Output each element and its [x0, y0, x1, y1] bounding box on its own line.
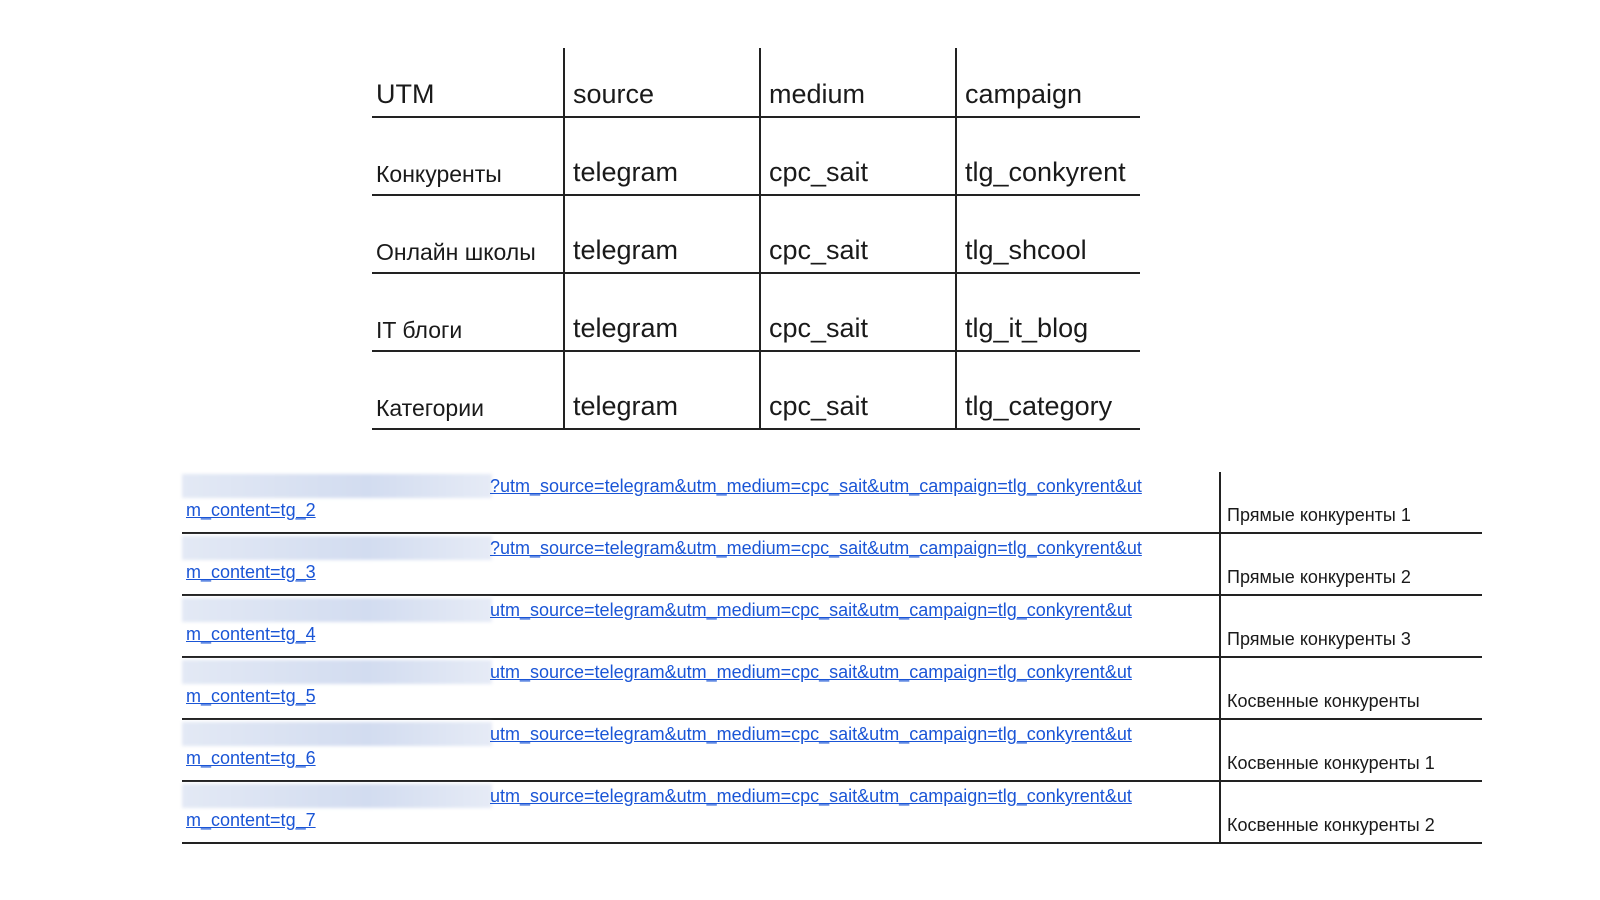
utm-link-continuation[interactable]: m_content=tg_5: [186, 686, 316, 706]
row-label: Категории: [372, 351, 564, 430]
utm-link-continuation[interactable]: m_content=tg_7: [186, 810, 316, 830]
campaign-cell: tlg_conkyrent: [955, 117, 1140, 196]
utm-header-row: UTM source medium campaign: [372, 48, 1140, 118]
campaign-cell: tlg_shcool: [955, 195, 1140, 274]
header-utm: UTM: [372, 48, 564, 118]
campaign-cell: tlg_category: [955, 351, 1140, 430]
utm-link-continuation[interactable]: m_content=tg_3: [186, 562, 316, 582]
redacted-domain-block: [182, 474, 492, 498]
link-cell: utm_source=telegram&utm_medium=cpc_sait&…: [182, 595, 1220, 658]
utm-link[interactable]: utm_source=telegram&utm_medium=cpc_sait&…: [490, 786, 1132, 806]
medium-cell: cpc_sait: [759, 351, 956, 430]
redacted-domain-block: [182, 598, 492, 622]
utm-link[interactable]: ?utm_source=telegram&utm_medium=cpc_sait…: [490, 476, 1142, 496]
source-cell: telegram: [563, 117, 760, 196]
utm-link[interactable]: utm_source=telegram&utm_medium=cpc_sait&…: [490, 600, 1132, 620]
utm-link-continuation[interactable]: m_content=tg_2: [186, 500, 316, 520]
row-label: Онлайн школы: [372, 195, 564, 274]
link-description: Косвенные конкуренты 1: [1219, 719, 1482, 782]
campaign-cell: tlg_it_blog: [955, 273, 1140, 352]
link-cell: utm_source=telegram&utm_medium=cpc_sait&…: [182, 781, 1220, 844]
link-description: Косвенные конкуренты 2: [1219, 781, 1482, 844]
utm-link[interactable]: utm_source=telegram&utm_medium=cpc_sait&…: [490, 662, 1132, 682]
utm-row: Категории telegram cpc_sait tlg_category: [372, 351, 1140, 430]
utm-link[interactable]: utm_source=telegram&utm_medium=cpc_sait&…: [490, 724, 1132, 744]
link-row: utm_source=telegram&utm_medium=cpc_sait&…: [182, 595, 1482, 658]
link-description: Косвенные конкуренты: [1219, 657, 1482, 720]
source-cell: telegram: [563, 195, 760, 274]
link-description: Прямые конкуренты 3: [1219, 595, 1482, 658]
redacted-domain-block: [182, 536, 492, 560]
utm-link[interactable]: ?utm_source=telegram&utm_medium=cpc_sait…: [490, 538, 1142, 558]
redacted-domain-block: [182, 660, 492, 684]
row-label: Конкуренты: [372, 117, 564, 196]
link-cell: utm_source=telegram&utm_medium=cpc_sait&…: [182, 657, 1220, 720]
link-row: utm_source=telegram&utm_medium=cpc_sait&…: [182, 719, 1482, 782]
redacted-domain-block: [182, 722, 492, 746]
link-description: Прямые конкуренты 1: [1219, 472, 1482, 534]
header-source: source: [563, 48, 760, 118]
utm-row: Онлайн школы telegram cpc_sait tlg_shcoo…: [372, 195, 1140, 274]
medium-cell: cpc_sait: [759, 195, 956, 274]
link-row: ?utm_source=telegram&utm_medium=cpc_sait…: [182, 472, 1482, 534]
redacted-domain-block: [182, 784, 492, 808]
source-cell: telegram: [563, 351, 760, 430]
utm-parameters-table: UTM source medium campaign Конкуренты te…: [372, 48, 1140, 430]
header-campaign: campaign: [955, 48, 1140, 118]
link-description: Прямые конкуренты 2: [1219, 533, 1482, 596]
link-cell: ?utm_source=telegram&utm_medium=cpc_sait…: [182, 533, 1220, 596]
utm-row: IT блоги telegram cpc_sait tlg_it_blog: [372, 273, 1140, 352]
medium-cell: cpc_sait: [759, 117, 956, 196]
link-cell: utm_source=telegram&utm_medium=cpc_sait&…: [182, 719, 1220, 782]
utm-links-table: ?utm_source=telegram&utm_medium=cpc_sait…: [182, 472, 1482, 844]
utm-row: Конкуренты telegram cpc_sait tlg_conkyre…: [372, 117, 1140, 196]
utm-link-continuation[interactable]: m_content=tg_4: [186, 624, 316, 644]
link-row: utm_source=telegram&utm_medium=cpc_sait&…: [182, 657, 1482, 720]
link-row: ?utm_source=telegram&utm_medium=cpc_sait…: [182, 533, 1482, 596]
medium-cell: cpc_sait: [759, 273, 956, 352]
header-medium: medium: [759, 48, 956, 118]
row-label: IT блоги: [372, 273, 564, 352]
source-cell: telegram: [563, 273, 760, 352]
link-row: utm_source=telegram&utm_medium=cpc_sait&…: [182, 781, 1482, 844]
utm-link-continuation[interactable]: m_content=tg_6: [186, 748, 316, 768]
link-cell: ?utm_source=telegram&utm_medium=cpc_sait…: [182, 472, 1220, 534]
